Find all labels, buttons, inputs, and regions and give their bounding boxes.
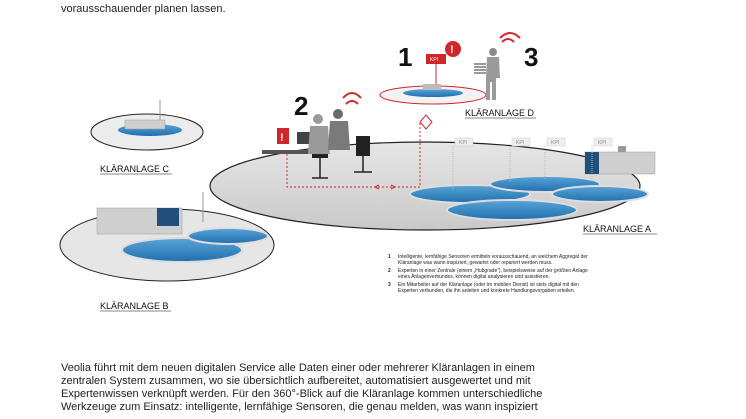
body-line: Expertenwissen verknüpft werden. Für den… [61,388,543,400]
plant-c-label: KLÄRANLAGE C [100,164,170,174]
svg-text:!: ! [280,132,284,144]
plant-b-label: KLÄRANLAGE B [100,301,169,311]
legend-text: Experten verbunden, die ihn anleiten und… [398,288,575,294]
legend-number: 1 [388,254,391,260]
legend-text: Intelligente, lernfähige Sensoren ermitt… [398,254,588,260]
legend-text: Kläranlage was wann inspiziert, gewartet… [398,260,553,266]
plant-d-label: KLÄRANLAGE D [465,108,535,118]
body-paragraph: Veolia führt mit dem neuen digitalen Ser… [61,362,701,414]
marker-number-3: 3 [524,42,538,72]
legend: 1 Intelligente, lernfähige Sensoren ermi… [388,254,588,294]
svg-text:!: ! [450,44,454,56]
plant-c: KLÄRANLAGE C [90,100,204,175]
legend-text: eines Anlagenverbundes, können digital a… [398,274,550,280]
sensor-kpi-marker: KPI ! [426,41,461,84]
kpi-label: KPI [551,140,559,146]
expert-desk: ! [262,92,372,179]
kpi-label: KPI [598,140,606,146]
legend-number: 2 [388,268,391,274]
body-line: Werkzeuge zum Einsatz: intelligente, ler… [61,401,538,413]
plant-b: KLÄRANLAGE B [59,192,275,312]
intro-text: vorausschauender planen lassen. [61,3,226,15]
marker-number-2: 2 [294,91,308,121]
body-line: zentralen System zusammen, wo sie übersi… [61,375,531,387]
plant-d: KLÄRANLAGE D [379,84,536,119]
legend-text: Ein Mitarbeiter auf der Kläranlage (oder… [398,282,579,288]
legend-text: Experten in einer Zentrale (einem „Hubgr… [398,268,588,274]
kpi-label: KPI [516,140,524,146]
field-worker-figure [474,32,521,100]
plant-a-label: KLÄRANLAGE A [583,224,651,234]
plant-a: KPI KPI KPI KPI KLÄRANLAGE A [409,137,657,235]
legend-number: 3 [388,282,391,288]
marker-number-1: 1 [398,42,412,72]
kpi-label: KPI [459,140,467,146]
body-line: Veolia führt mit dem neuen digitalen Ser… [61,362,535,374]
plant-network-diagram: KLÄRANLAGE D KPI ! 1 3 ! [59,32,657,312]
kpi-label: KPI [430,57,438,63]
